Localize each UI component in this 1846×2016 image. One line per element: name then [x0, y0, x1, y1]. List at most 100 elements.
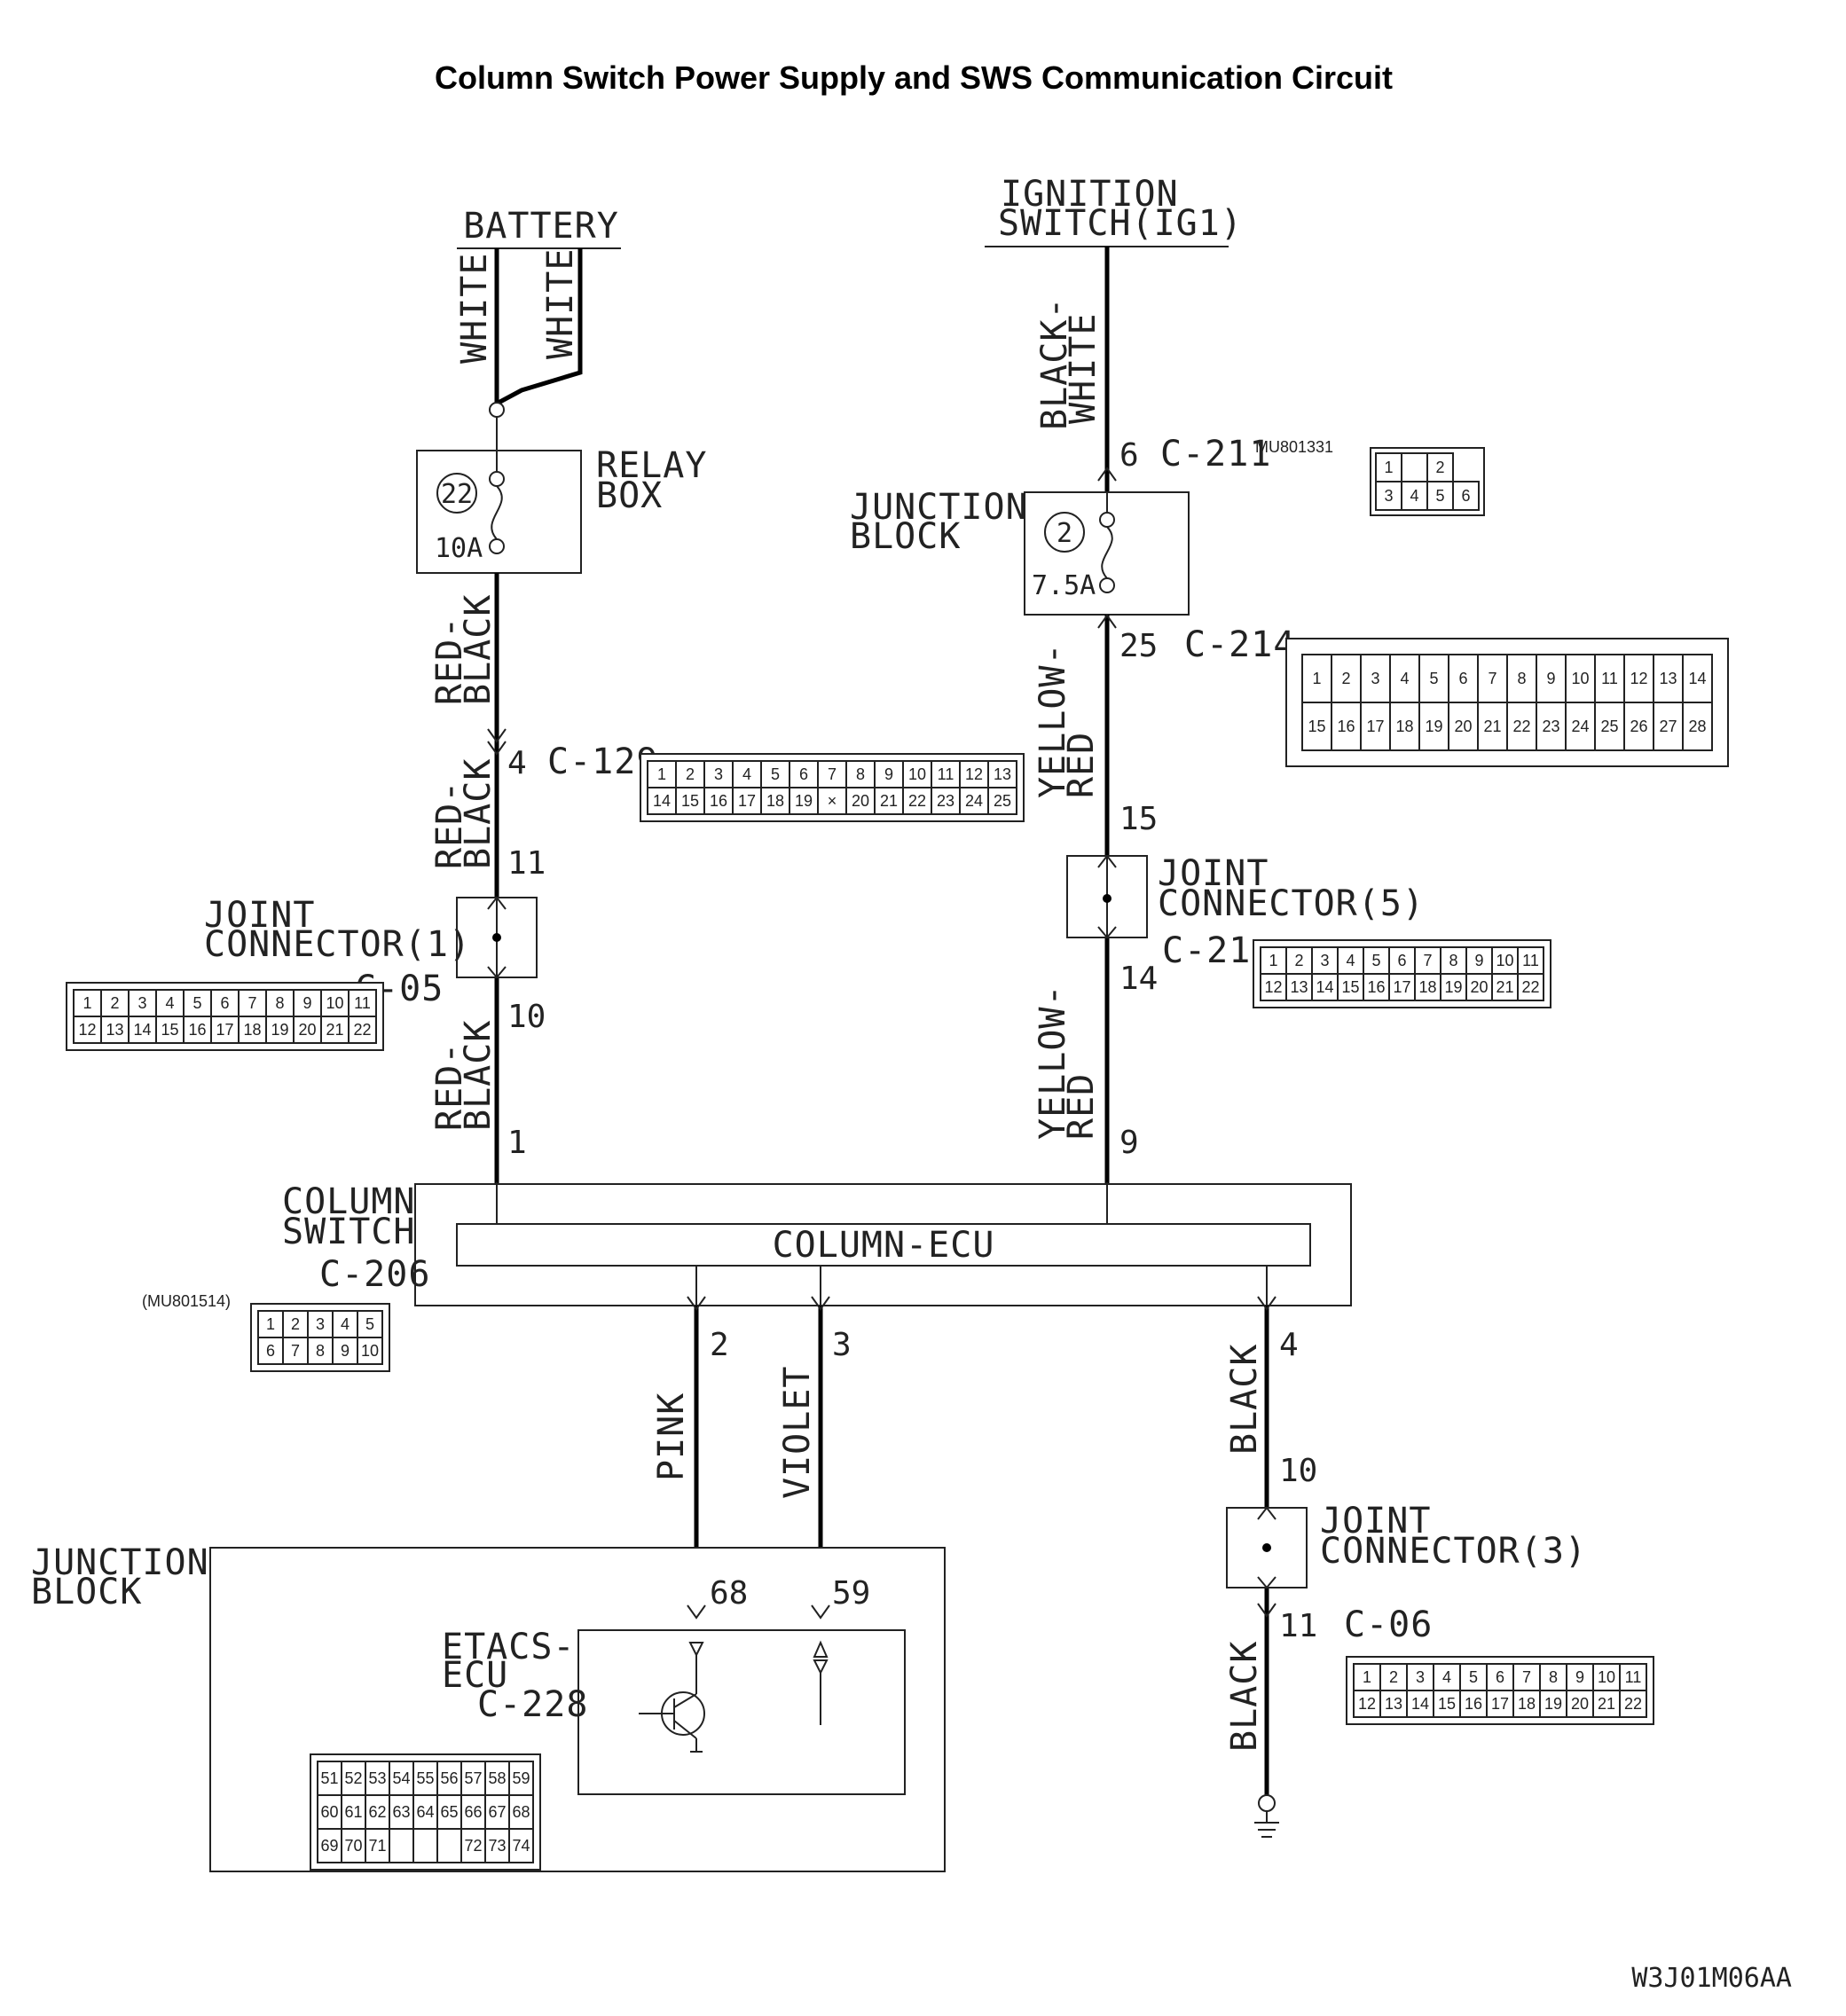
connector-pin-number: 18 — [243, 1021, 261, 1039]
wire-label-black: BLACK — [1224, 1344, 1265, 1455]
connector-cell — [987, 787, 1017, 815]
connector-pin-number: 9 — [884, 765, 893, 783]
connector-pin-number: 14 — [1411, 1695, 1429, 1713]
connector-pin-number: 2 — [1389, 1668, 1398, 1686]
connector-pin-number: 1 — [82, 994, 91, 1012]
connector-pin-number: 12 — [1358, 1695, 1376, 1713]
connector-pin-number: 18 — [766, 792, 784, 810]
connector-pin-number: 21 — [326, 1021, 343, 1039]
joint1-label-1: JOINT — [204, 895, 315, 936]
connector-pin-number: 2 — [1435, 459, 1444, 476]
connector-pin-number: 2 — [686, 765, 695, 783]
connector-pin-number: 63 — [392, 1803, 410, 1821]
connector-pin-number: 24 — [965, 792, 983, 810]
connector-pin-number: 57 — [464, 1769, 482, 1787]
fuse-number-badge — [436, 473, 477, 514]
connector-pin-number: 14 — [133, 1021, 151, 1039]
column-ecu-label: COLUMN-ECU — [773, 1225, 995, 1266]
connector-pin-number: 11 — [1522, 952, 1539, 969]
connector-pin-number: 9 — [1575, 1668, 1584, 1686]
connector-pin-number: 1 — [1269, 952, 1277, 969]
connector-pin-number: 1 — [1363, 1668, 1371, 1686]
connector-pin-number: 13 — [106, 1021, 123, 1039]
connector-pin-number: 51 — [320, 1769, 338, 1787]
wire-label-black-white-1: BLACK- — [1034, 297, 1075, 431]
connector-pin-number: 15 — [681, 792, 699, 810]
connector-pin-number: 8 — [316, 1342, 325, 1360]
etacs-label-2: ECU — [442, 1655, 508, 1696]
connector-arrow — [811, 1604, 830, 1620]
connector-pin-number: 3 — [1320, 952, 1329, 969]
pin-11-output: 11 — [1279, 1608, 1317, 1644]
connector-pin-number: 3 — [1416, 1668, 1425, 1686]
ground-terminal — [1258, 1794, 1276, 1812]
connector-pin-number: 16 — [710, 792, 727, 810]
connector-id-c129: C-129 — [547, 741, 658, 782]
wire-label-black-white-2: WHITE — [1063, 313, 1104, 424]
connector-pin-number: 7 — [1488, 670, 1496, 687]
joint-dot — [492, 933, 501, 942]
wire-label-red: RED- — [429, 1042, 470, 1131]
connector-pin-number: 14 — [653, 792, 671, 810]
connector-pin-number: 20 — [1454, 718, 1472, 735]
connector-pin-number: 22 — [1521, 978, 1539, 996]
joint5-label-2: CONNECTOR(5) — [1158, 883, 1425, 924]
connector-pin-number: 18 — [1395, 718, 1413, 735]
connector-id-c211: C-211 — [1160, 434, 1271, 475]
relay-box-label-2: BOX — [596, 475, 663, 516]
connector-pin-number: 10 — [1598, 1668, 1615, 1686]
connector-pin-number: 73 — [488, 1837, 506, 1855]
connector-pin-number: 3 — [137, 994, 146, 1012]
connector-pin-number: 7 — [828, 765, 837, 783]
wire-label-yellow: YELLOW- — [1033, 984, 1073, 1140]
wire-label-black: BLACK — [458, 594, 499, 705]
connector-pin-number: 1 — [1312, 670, 1321, 687]
connector-pin-number: 17 — [1366, 718, 1384, 735]
connector-pin-number: 6 — [266, 1342, 275, 1360]
connector-pin-number: 2 — [291, 1315, 300, 1333]
connector-pin-number: 2 — [1294, 952, 1303, 969]
connector-pin-number: 9 — [302, 994, 311, 1012]
connector-pin-number: 12 — [1630, 670, 1647, 687]
connector-pin-number: 13 — [1290, 978, 1308, 996]
connector-id-c214: C-214 — [1184, 624, 1295, 665]
connector-pin-number: 1 — [1384, 459, 1393, 476]
pin-15: 15 — [1119, 801, 1158, 837]
junction-block-label-1: JUNCTION — [850, 487, 1028, 528]
connector-arrow — [1097, 467, 1117, 482]
connector-pin-number: 5 — [1429, 670, 1438, 687]
joint3-label-2: CONNECTOR(3) — [1320, 1531, 1587, 1572]
wire-label-red: RED — [1061, 732, 1102, 798]
connector-pin-number: 20 — [298, 1021, 316, 1039]
fuse1-rating: 10A — [435, 533, 483, 564]
connector-pin-number: 2 — [110, 994, 119, 1012]
connector-pin-number: 4 — [1400, 670, 1409, 687]
connector-pin-number: 3 — [316, 1315, 325, 1333]
wire-label-black: BLACK — [1224, 1641, 1265, 1752]
connector-pin-number: 4 — [1442, 1668, 1451, 1686]
wire-label-yellow: YELLOW- — [1033, 642, 1073, 798]
connector-pin-number: 21 — [1598, 1695, 1615, 1713]
connector-pin-number: 5 — [365, 1315, 374, 1333]
connector-pin-number: 16 — [1367, 978, 1385, 996]
connector-pin-number: 10 — [1496, 952, 1513, 969]
connector-arrow — [687, 1604, 706, 1620]
ignition-label-1: IGNITION — [1001, 174, 1179, 215]
connector-id-c206: C-206 — [319, 1254, 430, 1295]
pin-11: 11 — [507, 845, 546, 882]
pin-59: 59 — [832, 1575, 870, 1612]
connector-id-c06: C-06 — [1344, 1604, 1433, 1645]
connector-pin-number: 19 — [271, 1021, 288, 1039]
connector-pin-number: 10 — [1571, 670, 1589, 687]
connector-pin-number: 71 — [368, 1837, 386, 1855]
transistor-emitter — [673, 1720, 697, 1739]
connector-pin-number: 22 — [908, 792, 926, 810]
connector-pin-number: 8 — [275, 994, 284, 1012]
ignition-label-2: SWITCH(IG1) — [998, 203, 1243, 244]
connector-cell — [1619, 1690, 1647, 1718]
